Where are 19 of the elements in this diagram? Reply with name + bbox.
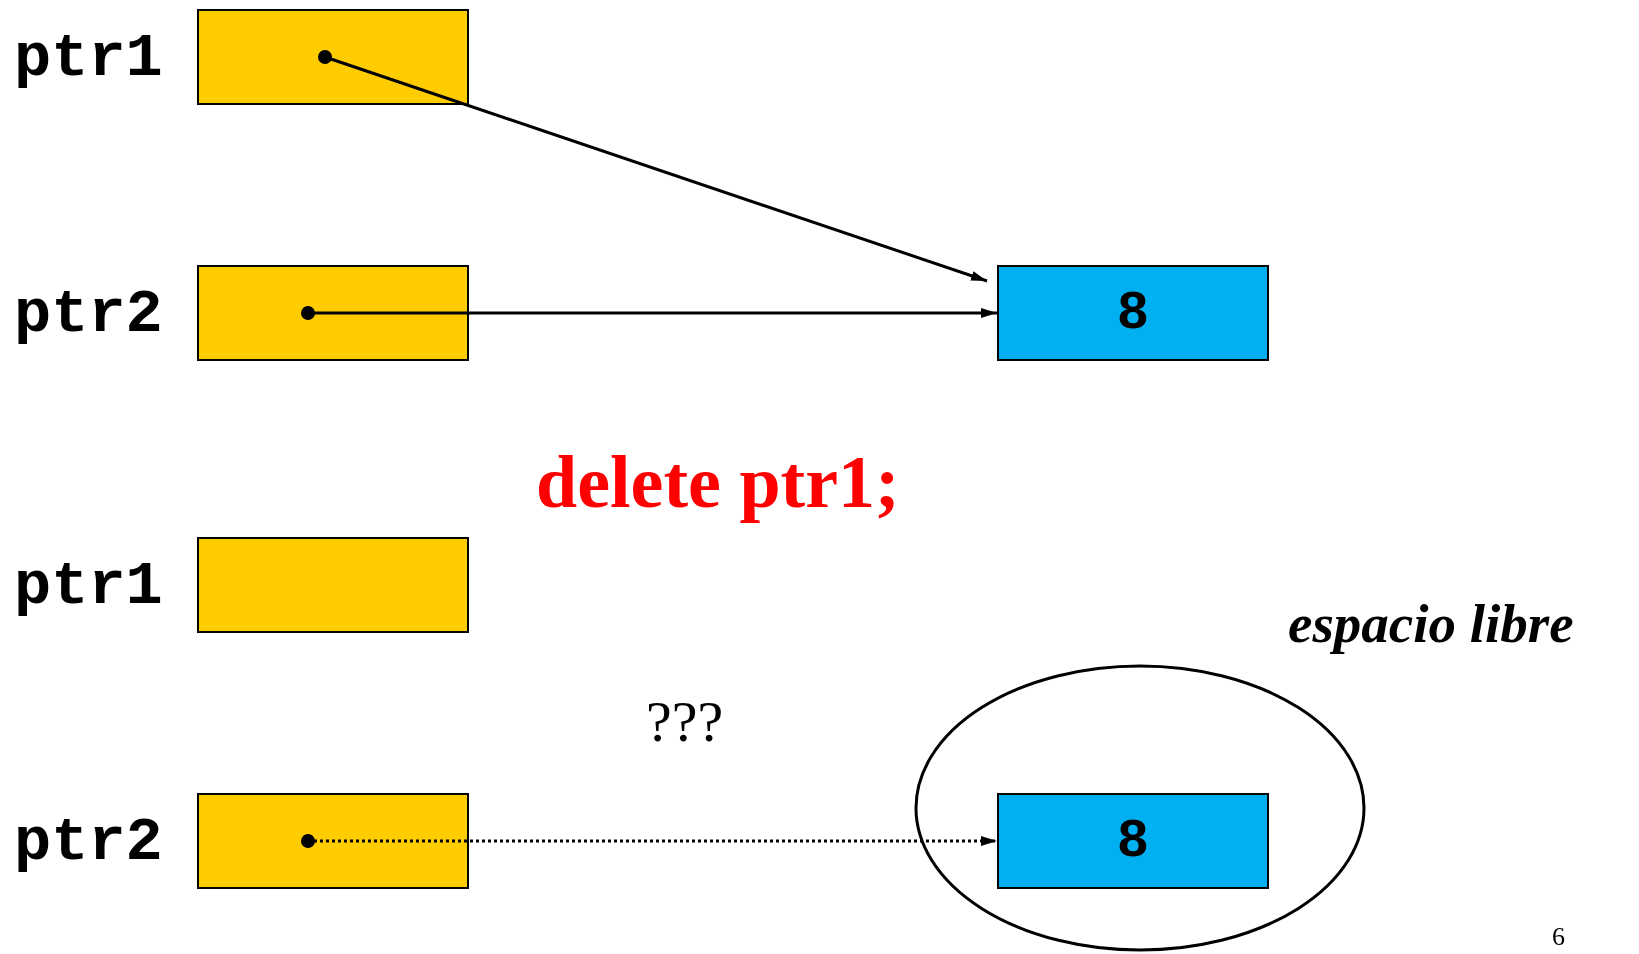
pointer-box	[197, 793, 469, 889]
page-number: 6	[1552, 922, 1565, 952]
value-box	[997, 265, 1269, 361]
pointer-arrow	[318, 50, 988, 283]
question-marks: ???	[646, 688, 724, 755]
variable-name: ptr1	[14, 551, 163, 622]
variable-name: ptr1	[14, 23, 163, 94]
code-statement: delete ptr1;	[536, 440, 900, 525]
pointer-arrow	[301, 834, 997, 848]
pointer-arrow	[301, 306, 997, 320]
value-text: 8	[1116, 282, 1150, 344]
pointer-box	[197, 537, 469, 633]
pointer-box	[197, 265, 469, 361]
pointer-box	[197, 9, 469, 105]
value-text: 8	[1116, 810, 1150, 872]
region-label: espacio libre	[1288, 592, 1574, 655]
variable-name: ptr2	[14, 807, 163, 878]
value-box	[997, 793, 1269, 889]
variable-name: ptr2	[14, 279, 163, 350]
